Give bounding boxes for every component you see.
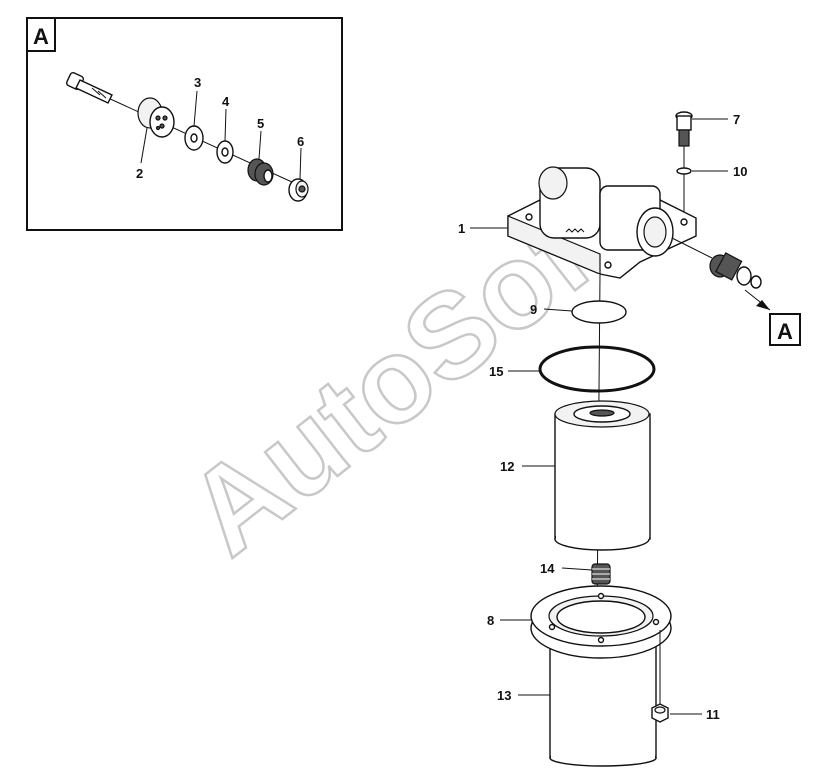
inset-view-label: A <box>33 24 49 49</box>
callout-11: 11 <box>706 707 720 722</box>
callout-10: 10 <box>733 164 747 179</box>
callout-12: 12 <box>500 459 514 474</box>
callout-14: 14 <box>540 561 555 576</box>
callout-4: 4 <box>222 94 230 109</box>
part-2-body <box>137 97 175 138</box>
callout-8: 8 <box>487 613 494 628</box>
callout-2: 2 <box>136 166 143 181</box>
part-8-flange <box>530 585 672 659</box>
part-6-cap <box>288 178 309 202</box>
callout-3: 3 <box>194 75 201 90</box>
view-a-marker-box <box>769 313 801 346</box>
part-15-seal-ring <box>538 345 656 393</box>
callout-7: 7 <box>733 112 740 127</box>
part-5-strainer <box>247 158 274 186</box>
view-a-fitting <box>671 237 762 289</box>
callout-6: 6 <box>297 134 304 149</box>
part-3-washer <box>184 125 204 151</box>
view-a-marker-label: A <box>777 319 793 344</box>
callout-1: 1 <box>458 221 465 236</box>
part-12-filter-element <box>554 400 651 551</box>
part-9-o-ring <box>571 300 627 324</box>
callout-9: 9 <box>530 302 537 317</box>
part-1-filter-head <box>507 166 697 279</box>
callout-13: 13 <box>497 688 511 703</box>
inset-view-label-box <box>26 17 56 52</box>
part-13-filter-bowl <box>549 639 657 767</box>
part-4-washer <box>216 140 234 164</box>
part-11-nut <box>651 630 669 723</box>
part-14-spring <box>591 563 611 585</box>
part-7-screw <box>675 111 693 222</box>
inset-view-a: A <box>26 17 343 231</box>
view-a-arrow <box>756 300 770 310</box>
part-10-washer <box>676 167 692 175</box>
inset-bolt <box>65 71 113 104</box>
callout-15: 15 <box>489 364 503 379</box>
callout-5: 5 <box>257 116 264 131</box>
